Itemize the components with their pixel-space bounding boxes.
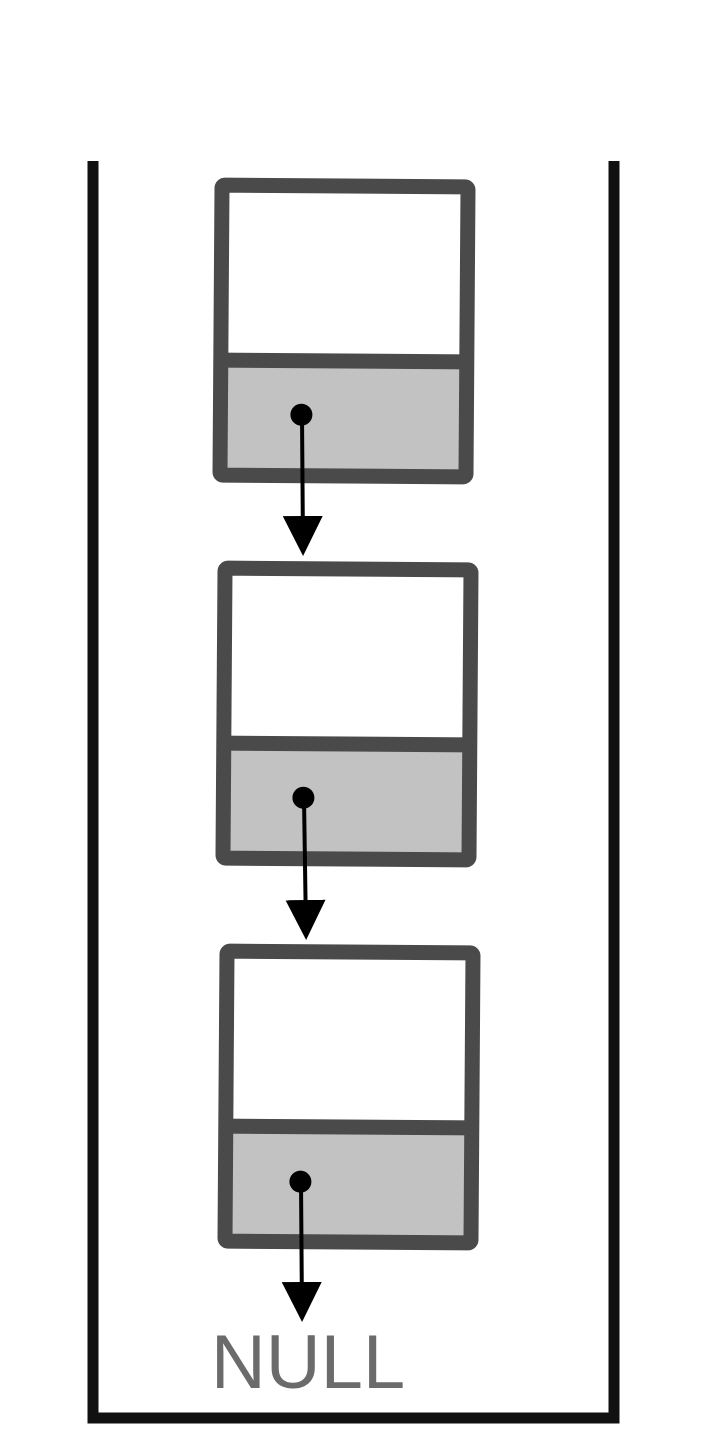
pointer-dot — [289, 1170, 312, 1193]
next-pointer-arrow — [282, 414, 323, 556]
stack-container — [87, 161, 620, 1424]
node-divider — [223, 735, 470, 753]
list-node — [215, 560, 479, 868]
node-data-field — [225, 951, 474, 1128]
pointer-dot — [292, 786, 315, 809]
node-divider — [220, 352, 467, 370]
node-pointer-field — [222, 743, 470, 860]
node-pointer-field — [219, 360, 467, 477]
node-pointer-field — [224, 1126, 472, 1243]
list-node — [212, 177, 476, 485]
node-outline — [212, 177, 476, 485]
node-outline — [217, 943, 481, 1251]
null-label: NULL — [211, 1320, 405, 1405]
next-pointer-arrow — [285, 797, 326, 940]
node-divider — [225, 1118, 472, 1136]
list-node — [217, 943, 481, 1251]
node-data-field — [223, 568, 472, 745]
next-pointer-arrow — [281, 1181, 322, 1322]
node-data-field — [220, 185, 469, 362]
pointer-dot — [290, 403, 313, 426]
node-outline — [215, 560, 479, 868]
